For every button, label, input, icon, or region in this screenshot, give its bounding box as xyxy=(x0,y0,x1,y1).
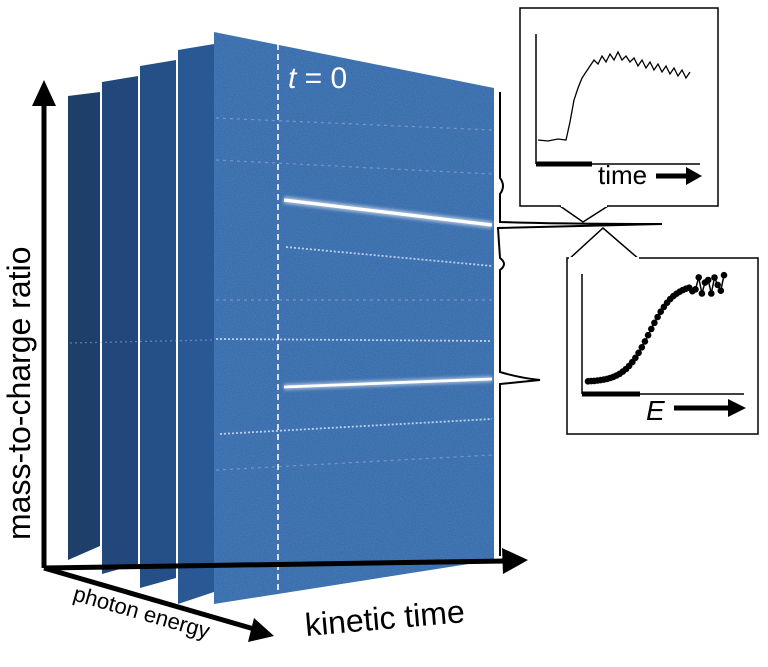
bright-streak-upper xyxy=(283,198,493,227)
x-axis-arrow xyxy=(43,558,507,571)
inset-energy-point xyxy=(648,325,655,333)
panel-stack xyxy=(68,44,214,604)
bright-streaks xyxy=(283,196,493,390)
back-panel-4 xyxy=(178,44,214,604)
inset-time-label: time xyxy=(598,160,647,190)
back-panel-1 xyxy=(68,92,100,560)
inset-energy-trace xyxy=(584,271,728,385)
z-axis-arrow xyxy=(43,565,255,632)
medium-streaks xyxy=(215,246,493,435)
inset-energy-point xyxy=(714,281,721,289)
inset-energy-point xyxy=(698,290,706,297)
inset-energy-point xyxy=(654,313,661,321)
bright-streak-lower xyxy=(283,377,493,389)
inset-time: time xyxy=(519,7,719,223)
x-axis-arrowhead xyxy=(502,548,528,574)
inset-energy-point xyxy=(695,274,702,281)
inset-time-arrowhead xyxy=(686,167,702,185)
inset-energy-point xyxy=(704,276,712,284)
back-panel-streaks xyxy=(69,339,213,344)
axes xyxy=(32,80,528,642)
inset-energy-point xyxy=(717,287,725,295)
back-panel-2 xyxy=(102,76,138,574)
inset-energy: E xyxy=(566,226,759,435)
inset-energy-point xyxy=(651,319,658,327)
inset-time-trace xyxy=(537,50,691,142)
inset-energy-point xyxy=(692,286,699,293)
inset-energy-point xyxy=(720,271,728,279)
y-axis-arrowhead xyxy=(32,80,56,106)
t0-label: t = 0 xyxy=(288,62,347,95)
inset-energy-point xyxy=(708,290,715,297)
inset-energy-point xyxy=(638,344,646,351)
inset-energy-point xyxy=(644,331,652,339)
main-panel: t = 0 xyxy=(214,32,494,604)
inset-energy-arrowhead xyxy=(728,399,746,417)
main-panel-grain xyxy=(214,32,494,604)
inset-time-box xyxy=(519,7,719,207)
inset-energy-point xyxy=(711,274,718,281)
inset-energy-point xyxy=(635,349,642,357)
inset-energy-point xyxy=(641,338,649,345)
back-panel-3 xyxy=(140,60,176,588)
z-axis-arrowhead xyxy=(248,618,274,642)
x-axis-label: kinetic time xyxy=(303,593,466,643)
inset-energy-box xyxy=(566,257,759,435)
inset-energy-callout xyxy=(566,226,643,261)
inset-energy-point xyxy=(657,308,664,316)
y-axis-label: mass-to-charge ratio xyxy=(1,247,37,540)
inset-time-callout xyxy=(557,205,611,223)
inset-energy-label: E xyxy=(646,395,665,426)
inset-energy-point xyxy=(632,354,639,362)
mass-spectrum-trace xyxy=(496,92,663,556)
